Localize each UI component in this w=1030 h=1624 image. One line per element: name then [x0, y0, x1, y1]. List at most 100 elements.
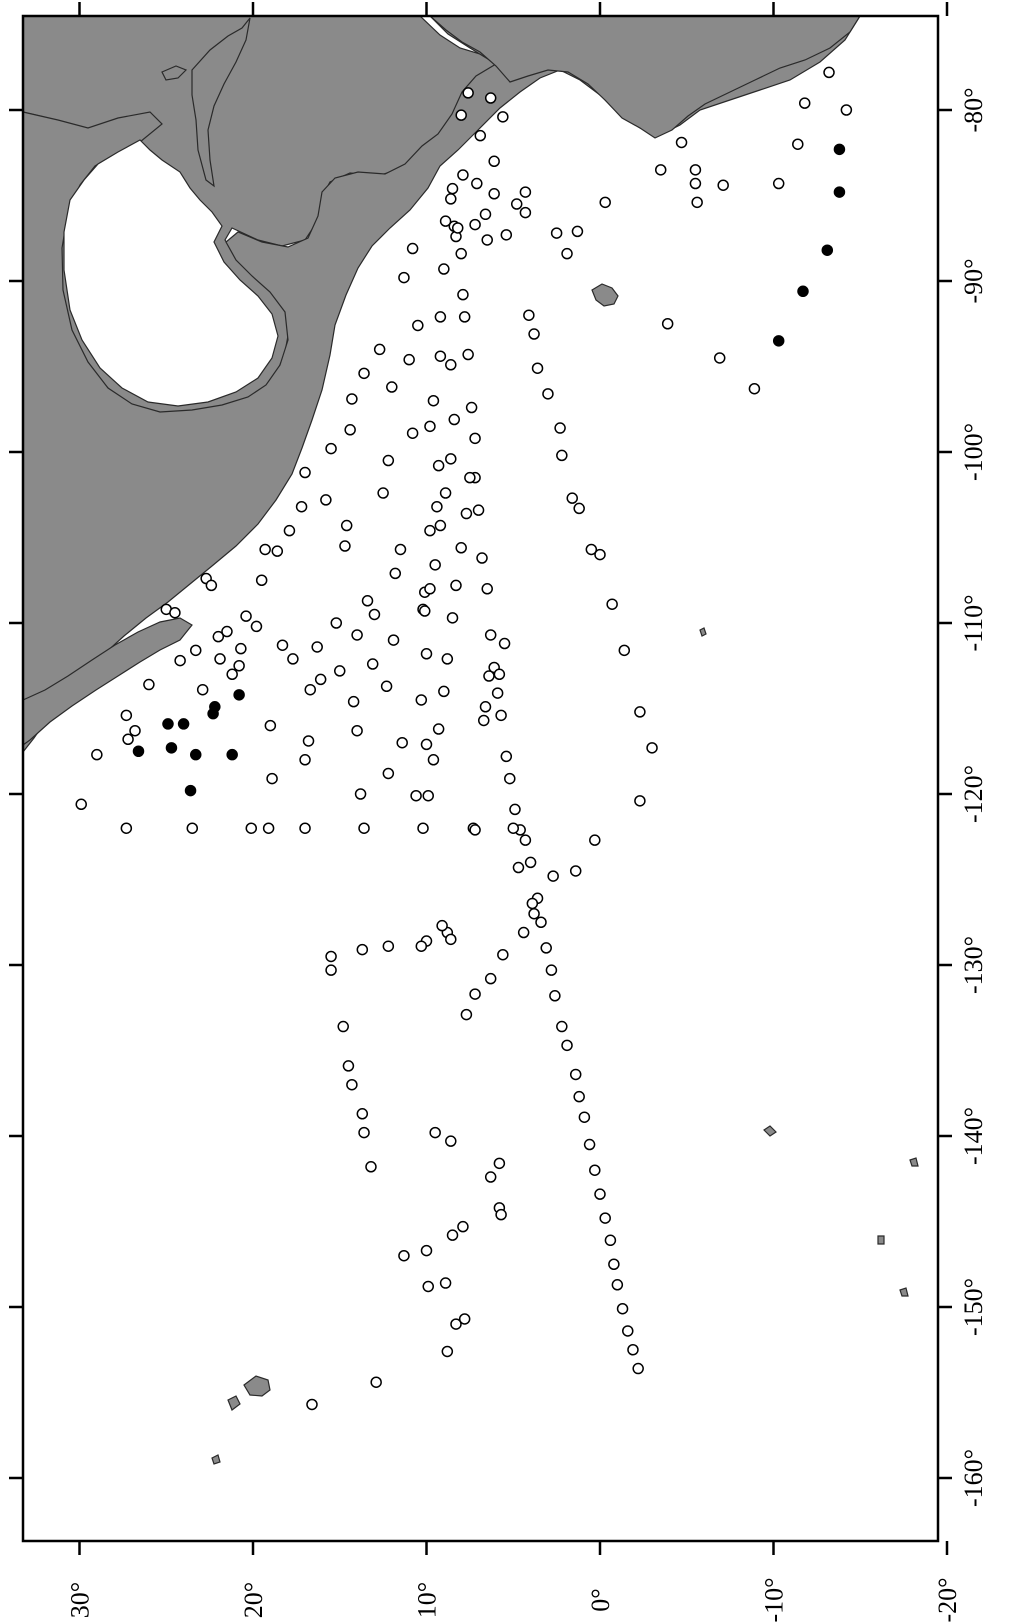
- station-open-164: [517, 926, 530, 939]
- station-open-77: [420, 648, 433, 660]
- station-open-18: [226, 668, 238, 681]
- station-open-42: [325, 442, 337, 455]
- station-open-180: [346, 1078, 358, 1091]
- station-open-61: [382, 767, 395, 780]
- station-open-212: [566, 492, 578, 504]
- station-open-229: [479, 208, 492, 221]
- station-open-196: [445, 1135, 457, 1147]
- station-open-65: [389, 567, 402, 580]
- station-open-224: [497, 111, 509, 123]
- station-open-44: [334, 665, 346, 677]
- station-open-177: [325, 964, 337, 976]
- station-open-136: [439, 487, 452, 499]
- station-open-118: [561, 1039, 573, 1052]
- station-open-57: [368, 608, 381, 621]
- station-open-238: [599, 196, 611, 209]
- ticks-layer: [9, 2, 952, 1555]
- station-open-70: [406, 427, 419, 439]
- station-open-37: [299, 466, 311, 479]
- station-open-210: [585, 543, 598, 556]
- station-open-93: [455, 247, 467, 260]
- station-open-171: [445, 933, 457, 946]
- station-open-47: [344, 424, 356, 436]
- station-open-102: [484, 629, 497, 641]
- station-open-106: [500, 750, 513, 763]
- station-open-204: [594, 548, 606, 561]
- station-open-58: [373, 343, 386, 356]
- station-open-50: [351, 724, 363, 737]
- station-open-84: [434, 350, 447, 362]
- lon-tick-label-7: -150°: [959, 1278, 988, 1336]
- station-open-138: [429, 559, 441, 571]
- station-open-117: [556, 1020, 568, 1033]
- stations-layer: [75, 66, 853, 1411]
- station-open-166: [484, 972, 497, 985]
- station-open-108: [509, 803, 521, 816]
- station-open-203: [589, 834, 601, 846]
- station-open-179: [342, 1060, 355, 1072]
- station-open-64: [387, 634, 400, 646]
- lon-tick-label-5: -130°: [959, 936, 988, 994]
- station-open-17: [221, 625, 233, 638]
- station-open-156: [479, 701, 492, 713]
- station-open-200: [495, 1208, 507, 1221]
- station-open-190: [450, 1318, 462, 1330]
- station-open-201: [547, 870, 559, 882]
- station-open-92: [451, 222, 464, 234]
- station-open-231: [469, 218, 481, 231]
- station-open-137: [434, 519, 447, 532]
- station-open-36: [295, 500, 308, 513]
- station-open-130: [622, 1325, 634, 1337]
- station-filled-9: [226, 748, 238, 761]
- station-open-222: [519, 206, 532, 219]
- station-open-68: [398, 271, 410, 284]
- station-open-132: [632, 1362, 644, 1375]
- station-open-48: [346, 393, 358, 405]
- station-open-20: [235, 642, 247, 655]
- station-open-94: [457, 288, 469, 301]
- station-open-248: [823, 66, 835, 79]
- station-open-150: [427, 754, 440, 766]
- station-open-127: [608, 1258, 620, 1270]
- station-open-16: [214, 653, 226, 665]
- station-open-96: [462, 348, 474, 361]
- station-open-128: [611, 1279, 624, 1291]
- station-open-208: [646, 742, 658, 754]
- land-south-america: [428, 15, 862, 139]
- station-open-235: [457, 169, 469, 181]
- station-open-45: [339, 540, 351, 552]
- station-open-23: [250, 620, 263, 633]
- station-open-230: [471, 177, 483, 190]
- station-open-122: [583, 1138, 596, 1151]
- station-open-242: [691, 196, 703, 209]
- station-open-143: [460, 507, 473, 520]
- station-open-54: [358, 822, 370, 834]
- station-open-239: [654, 164, 667, 176]
- station-filled-0: [132, 745, 145, 757]
- station-open-155: [478, 714, 490, 727]
- station-open-140: [419, 605, 431, 617]
- station-open-236: [462, 87, 474, 99]
- lon-tick-label-1: -90°: [959, 258, 988, 303]
- station-open-181: [356, 1108, 369, 1120]
- map-frame: [21, 14, 940, 1543]
- station-open-43: [330, 617, 343, 629]
- station-open-11: [189, 644, 202, 657]
- lat-tick-label-0: 30°: [66, 1582, 95, 1618]
- station-open-159: [498, 637, 511, 650]
- lon-tick-label-4: -120°: [959, 765, 988, 823]
- station-open-30: [276, 639, 289, 651]
- station-open-25: [259, 543, 271, 556]
- station-open-121: [578, 1111, 591, 1123]
- station-open-170: [436, 919, 448, 932]
- station-open-41: [320, 494, 332, 506]
- lon-tick-label-2: -100°: [959, 423, 988, 481]
- station-open-104: [491, 687, 504, 699]
- station-open-174: [382, 940, 395, 952]
- station-open-198: [484, 1171, 497, 1183]
- station-filled-12: [821, 244, 834, 256]
- lon-tick-label-6: -140°: [959, 1107, 988, 1165]
- station-open-115: [545, 964, 558, 976]
- station-open-240: [689, 164, 702, 176]
- station-open-135: [445, 453, 457, 465]
